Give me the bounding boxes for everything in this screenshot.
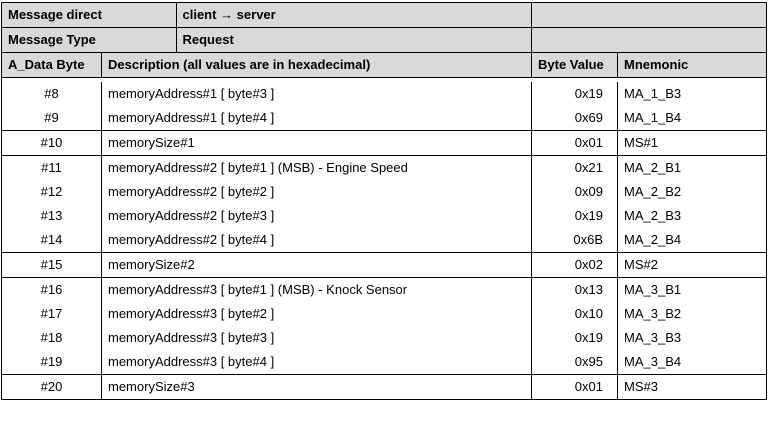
cell-description: memoryAddress#3 [ byte#2 ] bbox=[101, 302, 532, 326]
header-gap bbox=[1, 77, 767, 82]
cell-description: memoryAddress#3 [ byte#1 ] (MSB) - Knock… bbox=[101, 277, 532, 302]
cell-value: 0x19 bbox=[531, 204, 618, 228]
cell-description: memoryAddress#1 [ byte#4 ] bbox=[101, 106, 532, 131]
cell-value: 0x01 bbox=[531, 374, 618, 400]
cell-byte: #18 bbox=[1, 326, 102, 350]
meta-fill bbox=[531, 27, 767, 53]
header-description: Description (all values are in hexadecim… bbox=[101, 52, 532, 78]
meta-fill bbox=[531, 2, 767, 28]
header-gap-cell bbox=[1, 77, 767, 82]
cell-byte: #17 bbox=[1, 302, 102, 326]
cell-value: 0x02 bbox=[531, 252, 618, 278]
cell-value: 0x13 bbox=[531, 277, 618, 302]
cell-description: memoryAddress#3 [ byte#4 ] bbox=[101, 350, 532, 375]
cell-description: memoryAddress#2 [ byte#3 ] bbox=[101, 204, 532, 228]
cell-value: 0x19 bbox=[531, 326, 618, 350]
cell-byte: #14 bbox=[1, 228, 102, 253]
cell-byte: #9 bbox=[1, 106, 102, 131]
message-table: Message direction client → server Messag… bbox=[1, 2, 767, 400]
table-header-row: A_Data Byte Description (all values are … bbox=[1, 52, 767, 78]
cell-description: memoryAddress#2 [ byte#4 ] bbox=[101, 228, 532, 253]
message-direction-value: client → server bbox=[182, 7, 276, 22]
cell-byte: #19 bbox=[1, 350, 102, 375]
cell-mnemonic: MA_2_B1 bbox=[617, 155, 767, 180]
cell-value: 0x09 bbox=[531, 180, 618, 204]
cell-mnemonic: MA_2_B2 bbox=[617, 180, 767, 204]
cell-byte: #10 bbox=[1, 130, 102, 156]
cell-mnemonic: MA_2_B3 bbox=[617, 204, 767, 228]
cell-mnemonic: MA_3_B1 bbox=[617, 277, 767, 302]
message-direction-row: Message direction client → server bbox=[1, 2, 767, 28]
cell-description: memoryAddress#3 [ byte#3 ] bbox=[101, 326, 532, 350]
cell-description: memorySize#1 bbox=[101, 130, 532, 156]
cell-description: memoryAddress#2 [ byte#1 ] (MSB) - Engin… bbox=[101, 155, 532, 180]
cell-description: memorySize#3 bbox=[101, 374, 532, 400]
cell-value: 0x01 bbox=[531, 130, 618, 156]
cell-mnemonic: MS#3 bbox=[617, 374, 767, 400]
cell-byte: #12 bbox=[1, 180, 102, 204]
message-direction-label: Message direction bbox=[1, 2, 102, 28]
cell-mnemonic: MS#2 bbox=[617, 252, 767, 278]
cell-value: 0x69 bbox=[531, 106, 618, 131]
cell-byte: #20 bbox=[1, 374, 102, 400]
cell-mnemonic: MA_2_B4 bbox=[617, 228, 767, 253]
cell-description: memoryAddress#2 [ byte#2 ] bbox=[101, 180, 532, 204]
cell-mnemonic: MA_3_B4 bbox=[617, 350, 767, 375]
message-type-label: Message Type bbox=[1, 27, 102, 53]
message-type-row: Message Type Request bbox=[1, 27, 767, 53]
cell-description: memorySize#2 bbox=[101, 252, 532, 278]
cell-value: 0x95 bbox=[531, 350, 618, 375]
cell-byte: #16 bbox=[1, 277, 102, 302]
cell-byte: #15 bbox=[1, 252, 102, 278]
cell-mnemonic: MA_3_B3 bbox=[617, 326, 767, 350]
cell-byte: #11 bbox=[1, 155, 102, 180]
header-byte: A_Data Byte bbox=[1, 52, 102, 78]
cell-mnemonic: MA_1_B3 bbox=[617, 82, 767, 106]
cell-value: 0x10 bbox=[531, 302, 618, 326]
header-value: Byte Value bbox=[531, 52, 618, 78]
cell-byte: #13 bbox=[1, 204, 102, 228]
meta-spacer: Request bbox=[101, 27, 532, 53]
cell-value: 0x21 bbox=[531, 155, 618, 180]
cell-mnemonic: MA_3_B2 bbox=[617, 302, 767, 326]
cell-byte: #8 bbox=[1, 82, 102, 106]
cell-value: 0x6B bbox=[531, 228, 618, 253]
cell-mnemonic: MA_1_B4 bbox=[617, 106, 767, 131]
message-type-value: Request bbox=[182, 32, 234, 47]
cell-description: memoryAddress#1 [ byte#3 ] bbox=[101, 82, 532, 106]
cell-value: 0x19 bbox=[531, 82, 618, 106]
meta-spacer: client → server bbox=[101, 2, 532, 28]
cell-mnemonic: MS#1 bbox=[617, 130, 767, 156]
header-mnemonic: Mnemonic bbox=[617, 52, 767, 78]
